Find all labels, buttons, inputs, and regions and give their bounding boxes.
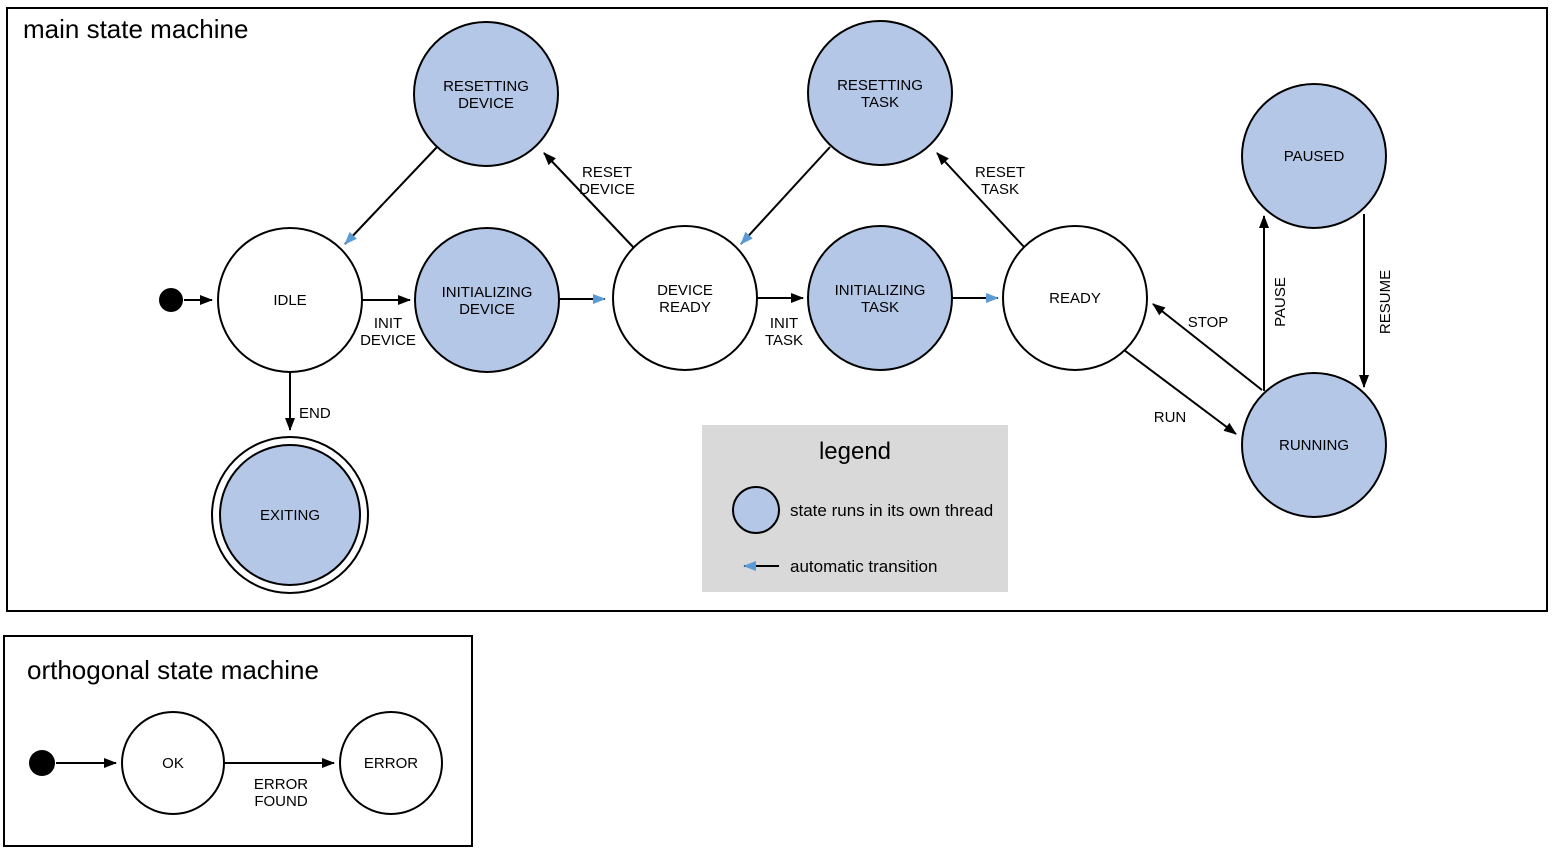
- transition-reset-task-label-line1: RESET: [975, 164, 1025, 181]
- state-device-ready-label-line1: DEVICE: [657, 282, 713, 299]
- legend-threaded-state-label: state runs in its own thread: [790, 501, 993, 520]
- legend-automatic-transition-label: automatic transition: [790, 557, 937, 576]
- state-idle: [217, 227, 363, 373]
- transition-reset-device-label-line2: DEVICE: [579, 181, 635, 198]
- state-paused-label: PAUSED: [1284, 148, 1345, 165]
- state-resetting-device-label-line2: DEVICE: [458, 95, 514, 112]
- auto-transition-resetting-task-to-device-ready-arrow: [740, 146, 831, 245]
- state-initializing-device: [414, 227, 560, 373]
- state-ready: [1002, 225, 1148, 371]
- transition-init-device-label-line2: DEVICE: [360, 332, 416, 349]
- state-idle-label: IDLE: [273, 292, 306, 309]
- state-running: [1241, 372, 1387, 518]
- state-device-ready: [612, 225, 758, 371]
- orthogonal-panel-title: orthogonal state machine: [27, 655, 319, 685]
- transition-run-label: RUN: [1154, 409, 1187, 426]
- state-device-ready-label-line2: READY: [659, 299, 711, 316]
- state-paused: [1241, 83, 1387, 229]
- transition-reset-task-label-line2: TASK: [981, 181, 1019, 198]
- state-resetting-task-label-line1: RESETTING: [837, 77, 923, 94]
- state-initializing-task: [807, 225, 953, 371]
- transition-reset-device-arrow: [543, 152, 635, 249]
- transition-run-arrow: [1123, 349, 1237, 435]
- state-error: [339, 711, 443, 815]
- state-initializing-task-label-line2: TASK: [861, 299, 899, 316]
- state-resetting-task-label-line2: TASK: [861, 94, 899, 111]
- transition-init-task-label-line2: TASK: [765, 332, 803, 349]
- orthogonal-transition-error-found-label-line1: ERROR: [254, 776, 308, 793]
- transition-reset-task-arrow: [936, 152, 1026, 249]
- state-resetting-task: [807, 20, 953, 166]
- legend-threaded-state-icon: [732, 486, 780, 534]
- transition-reset-device-label-line1: RESET: [582, 164, 632, 181]
- state-exiting: [219, 444, 361, 586]
- auto-transition-resetting-device-to-idle-arrow: [344, 146, 438, 245]
- transition-pause-label: PAUSE: [1272, 277, 1289, 327]
- state-error-label: ERROR: [364, 755, 418, 772]
- main-panel-title: main state machine: [23, 14, 248, 44]
- orthogonal-transition-error-found-label-line2: FOUND: [254, 793, 307, 810]
- legend-title: legend: [819, 438, 891, 465]
- state-ok: [121, 711, 225, 815]
- state-initializing-device-label-line1: INITIALIZING: [442, 284, 533, 301]
- state-resetting-device: [413, 21, 559, 167]
- initial-state-dot: [159, 288, 183, 312]
- state-exiting-label: EXITING: [260, 507, 320, 524]
- transition-stop-arrow: [1152, 303, 1263, 391]
- transition-resume-label: RESUME: [1377, 270, 1394, 334]
- state-ready-label: READY: [1049, 290, 1101, 307]
- transition-init-device-label-line1: INIT: [374, 315, 402, 332]
- transition-stop-label: STOP: [1188, 314, 1229, 331]
- state-initializing-task-label-line1: INITIALIZING: [835, 282, 926, 299]
- state-initializing-device-label-line2: DEVICE: [459, 301, 515, 318]
- state-running-label: RUNNING: [1279, 437, 1349, 454]
- transition-init-task-label-line1: INIT: [770, 315, 798, 332]
- transition-end-label: END: [299, 405, 331, 422]
- state-resetting-device-label-line1: RESETTING: [443, 78, 529, 95]
- state-ok-label: OK: [162, 755, 184, 772]
- orthogonal-initial-state-dot: [29, 750, 55, 776]
